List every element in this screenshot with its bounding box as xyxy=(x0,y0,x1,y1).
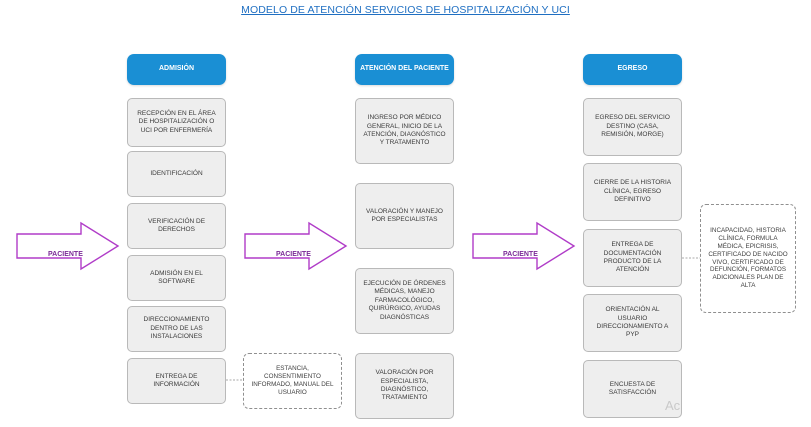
step-admision-entrega: ENTREGA DE INFORMACIÓN xyxy=(127,358,226,404)
step-admision-software: ADMISIÓN EN EL SOFTWARE xyxy=(127,255,226,301)
step-egreso-orientacion: ORIENTACIÓN AL USUARIO DIRECCIONAMIENTO … xyxy=(583,294,682,352)
step-atencion-ejecucion: EJECUCIÓN DE ÓRDENES MÉDICAS, MANEJO FAR… xyxy=(355,268,454,334)
arrow-paciente-3-icon xyxy=(472,221,576,271)
arrow-paciente-1-icon xyxy=(16,221,120,271)
step-admision-direccionamiento: DIRECCIONAMIENTO DENTRO DE LAS INSTALACI… xyxy=(127,306,226,352)
step-egreso-documentacion: ENTREGA DE DOCUMENTACIÓN PRODUCTO DE LA … xyxy=(583,229,682,287)
note-connector-egreso xyxy=(682,257,700,259)
step-atencion-valoracion: VALORACIÓN Y MANEJO POR ESPECIALISTAS xyxy=(355,183,454,249)
note-admision: ESTANCIA, CONSENTIMIENTO INFORMADO, MANU… xyxy=(243,353,342,409)
arrow-label-2: PACIENTE xyxy=(276,251,311,258)
header-atencion: ATENCIÓN DEL PACIENTE xyxy=(355,54,454,85)
step-atencion-valoracion-especialista: VALORACIÓN POR ESPECIALISTA, DIAGNÓSTICO… xyxy=(355,353,454,419)
header-egreso: EGRESO xyxy=(583,54,682,85)
watermark-text: Ac xyxy=(665,398,681,413)
step-egreso-encuesta: ENCUESTA DE SATISFACCIÓN xyxy=(583,360,682,418)
step-admision-verificacion: VERIFICACIÓN DE DERECHOS xyxy=(127,203,226,249)
arrow-label-1: PACIENTE xyxy=(48,251,83,258)
step-admision-identificacion: IDENTIFICACIÓN xyxy=(127,151,226,197)
note-connector-admision xyxy=(226,379,243,381)
step-atencion-ingreso: INGRESO POR MÉDICO GENERAL, INICIO DE LA… xyxy=(355,98,454,164)
step-egreso-servicio: EGRESO DEL SERVICIO DESTINO (CASA, REMIS… xyxy=(583,98,682,156)
step-admision-recepcion: RECEPCIÓN EN EL ÁREA DE HOSPITALIZACIÓN … xyxy=(127,98,226,147)
step-egreso-cierre: CIERRE DE LA HISTORIA CLÍNICA, EGRESO DE… xyxy=(583,163,682,221)
arrow-paciente-2-icon xyxy=(244,221,348,271)
note-egreso: INCAPACIDAD, HISTORIA CLÍNICA, FORMULA M… xyxy=(700,204,796,313)
header-admision: ADMISIÓN xyxy=(127,54,226,85)
diagram-title: MODELO DE ATENCIÓN SERVICIOS DE HOSPITAL… xyxy=(241,4,570,16)
arrow-label-3: PACIENTE xyxy=(503,251,538,258)
